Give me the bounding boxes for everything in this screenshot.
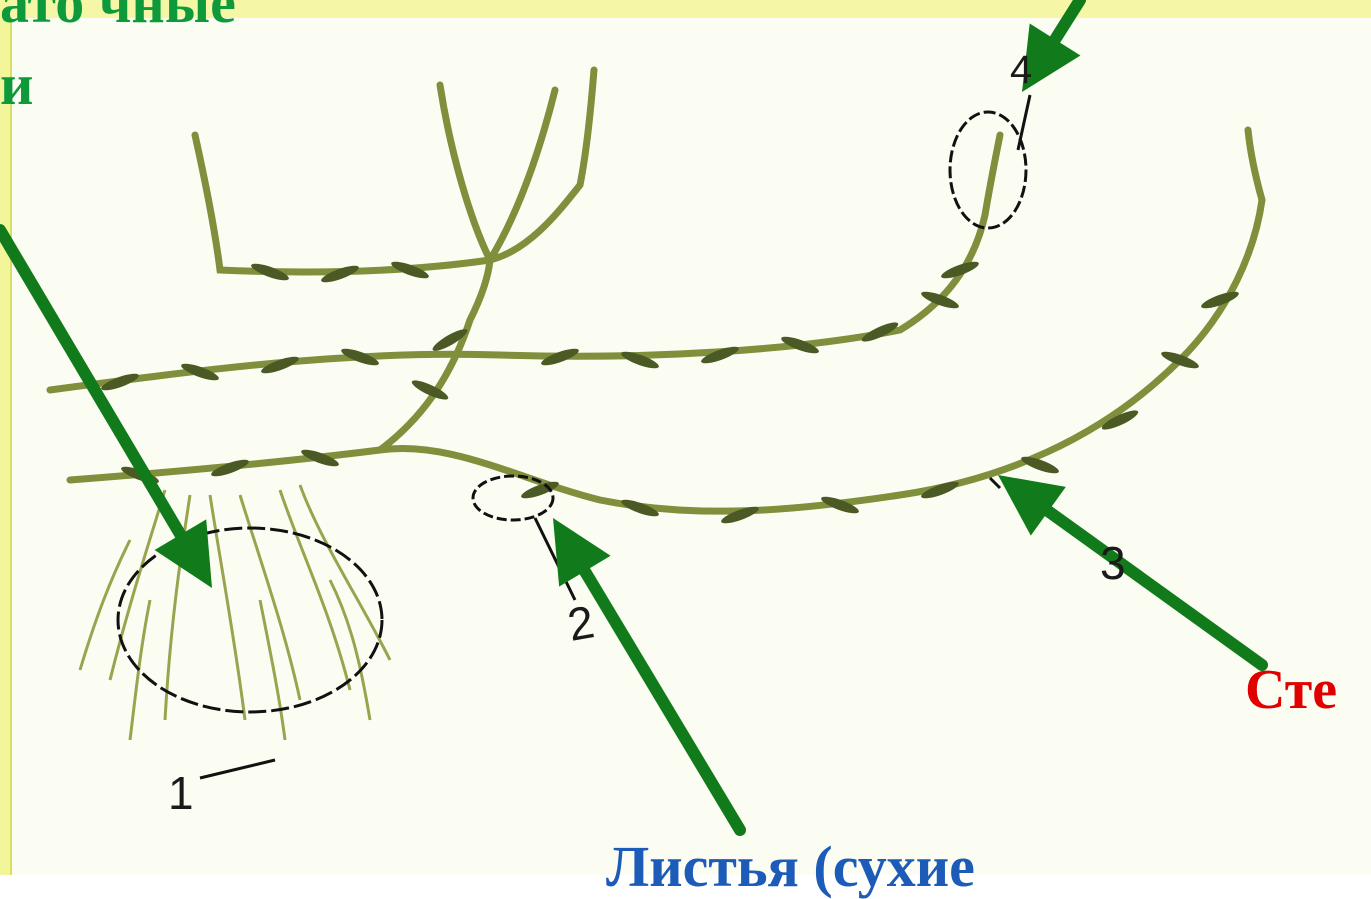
label-top-left-line2: и <box>0 56 33 114</box>
leaf-marks <box>99 258 1240 526</box>
root-strand <box>80 540 130 670</box>
root-strand <box>300 485 390 660</box>
stem-segment <box>195 135 490 272</box>
pointer-arrows <box>0 0 1262 830</box>
number-label-1: 1 <box>168 770 194 816</box>
leaf-mark <box>719 503 760 526</box>
leader-line-3 <box>990 478 1000 488</box>
arrow-to-roots-shaft <box>0 230 180 535</box>
stem-segment <box>440 85 490 260</box>
leaf-mark <box>1159 348 1200 371</box>
label-leaves: Листья (сухие <box>606 838 975 896</box>
root-strand <box>330 580 370 720</box>
root-strand <box>240 495 300 700</box>
stems <box>50 70 1262 511</box>
stem-segment <box>985 135 1000 215</box>
stem-segment <box>50 215 985 390</box>
number-label-3: 3 <box>1100 540 1126 586</box>
roots <box>80 485 390 740</box>
leader-line-4 <box>1018 95 1030 150</box>
root-strand <box>110 490 165 680</box>
arrow-to-bud-shaft <box>1055 0 1080 40</box>
stem-segment <box>1248 130 1262 200</box>
arrow-to-leaf-shaft <box>585 571 740 830</box>
plant-diagram <box>0 0 1371 875</box>
arrow-to-stem-shaft <box>1048 511 1262 665</box>
leader-line-1 <box>200 760 275 778</box>
number-label-4: 4 <box>1010 50 1032 90</box>
label-top-left-line1: ато чные <box>0 0 236 32</box>
roots-circle-outline <box>118 528 382 712</box>
stem-segment <box>490 90 555 260</box>
leaf-circle-outline <box>473 476 553 520</box>
label-stem: Сте <box>1245 662 1337 718</box>
root-strand <box>130 600 150 740</box>
arrow-to-stem-head <box>998 475 1066 536</box>
root-strand <box>260 600 285 740</box>
slide: ато чные и Сте Листья (сухие 1 2 3 4 <box>0 0 1371 875</box>
